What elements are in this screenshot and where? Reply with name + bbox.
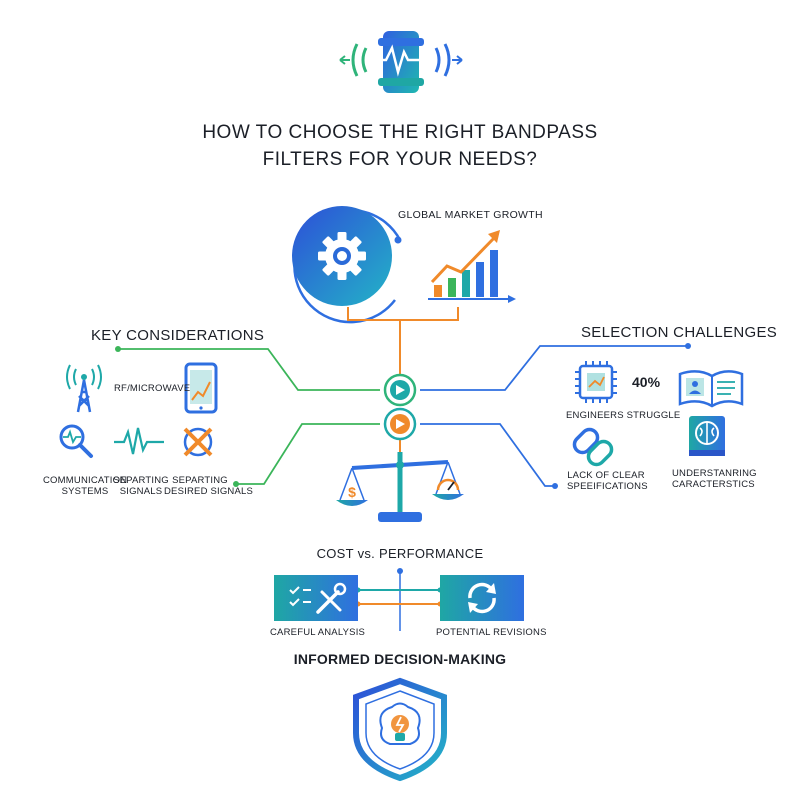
rf-microwave-label: RF/MICROWAVE (114, 383, 191, 394)
specs-line-2: SPEEIFICATIONS (567, 481, 648, 492)
microchip-icon (575, 361, 617, 403)
revision-cycle-card[interactable] (440, 575, 524, 621)
key-considerations-heading: KEY CONSIDERATIONS (91, 327, 265, 344)
brain-book-icon (689, 416, 725, 456)
hub-node-bottom[interactable] (383, 407, 417, 441)
struggle-percentage: 40% (632, 374, 661, 390)
selection-challenges-heading: SELECTION CHALLENGES (581, 324, 778, 341)
chain-link-icon (572, 427, 614, 467)
signal-wave-icon (114, 427, 164, 455)
engineers-struggle-label: ENGINEERS STRUGGLE (566, 410, 681, 421)
growth-chart-icon (428, 230, 516, 303)
desired-line-1: SEPARTING (172, 475, 228, 486)
title-line-1: HOW TO CHOOSE THE RIGHT BANDPASS (202, 122, 598, 143)
separating-signals-label: SEPARTING SIGNALS (113, 475, 169, 497)
separating-desired-signals-label: SEPARTING DESIRED SIGNALS (164, 475, 254, 497)
communication-line-2: SYSTEMS (61, 486, 109, 497)
separating-line-1: SEPARTING (113, 475, 169, 486)
characteristics-line-1: UNDERSTANRING (672, 468, 757, 479)
cost-vs-performance-label: COST vs. PERFORMANCE (316, 546, 484, 561)
understanding-characteristics-label: UNDERSTANRING CARACTERSTICS (672, 468, 757, 490)
careful-analysis-label: CAREFUL ANALYSIS (270, 627, 366, 638)
informed-decision-label: INFORMED DECISION-MAKING (293, 651, 507, 667)
dollar-sign-icon: $ (348, 484, 356, 500)
potential-revisions-label: POTENTIAL REVISIONS (436, 627, 547, 638)
market-growth-label: GLOBAL MARKET GROWTH (398, 209, 543, 221)
shield-brain-bulb-icon (353, 677, 447, 782)
title-line-2: FILTERS FOR YOUR NEEDS? (262, 149, 538, 170)
radio-tower-icon (66, 364, 102, 413)
characteristics-line-2: CARACTERSTICS (672, 479, 755, 490)
smartphone-chart-icon (184, 362, 218, 414)
page-title: HOW TO CHOOSE THE RIGHT BANDPASS FILTERS… (0, 119, 800, 173)
communication-line-1: COMMUNICATION (43, 475, 128, 486)
separating-line-2: SIGNALS (119, 486, 163, 497)
magnifier-signal-icon (59, 424, 93, 458)
lack-of-specs-label: LACK OF CLEAR SPEEIFICATIONS (567, 470, 648, 492)
gear-ring-icon (292, 206, 402, 324)
hub-node-top[interactable] (383, 373, 417, 407)
bandpass-filter-logo-icon (339, 31, 463, 93)
open-book-icon (678, 370, 744, 408)
process-connectors (355, 568, 443, 631)
specs-line-1: LACK OF CLEAR (567, 470, 645, 481)
analysis-tools-card[interactable] (274, 575, 358, 621)
communication-systems-label: COMMUNICATION SYSTEMS (43, 475, 127, 497)
balance-scale-icon: $ (336, 452, 464, 522)
blocked-signal-icon (183, 427, 213, 457)
desired-line-2: DESIRED SIGNALS (164, 486, 254, 497)
